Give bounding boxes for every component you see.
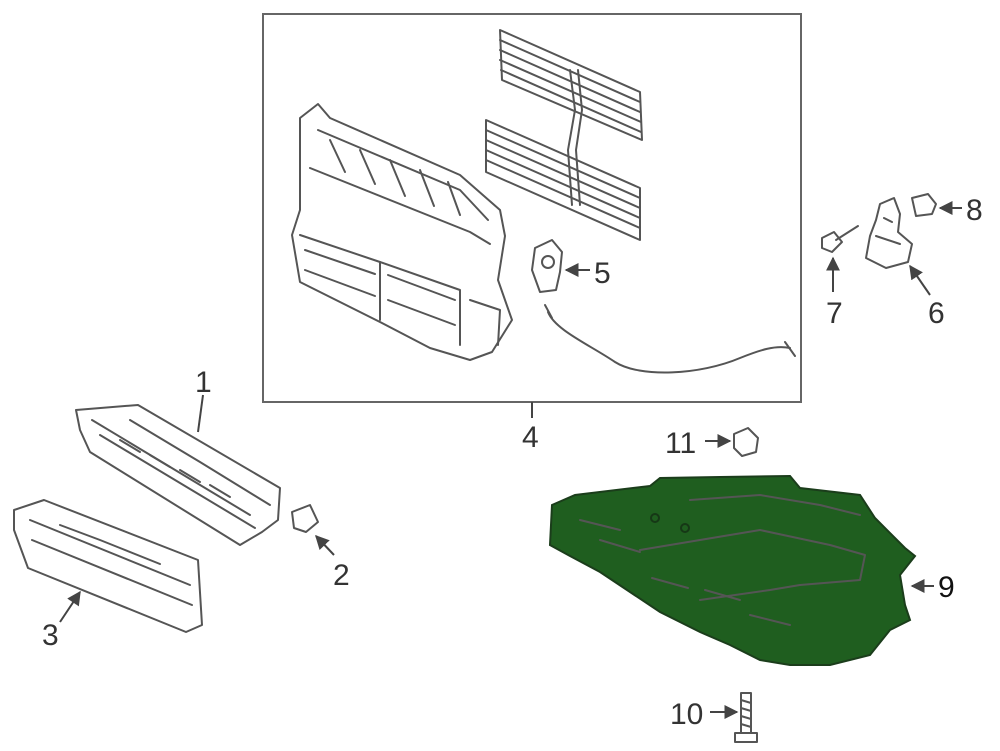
leader-6 bbox=[909, 264, 931, 296]
splash-shield-part-9[interactable] bbox=[548, 474, 917, 666]
leader-2 bbox=[315, 534, 335, 556]
lower-grille-part-3[interactable] bbox=[13, 499, 203, 633]
callout-2: 2 bbox=[333, 559, 350, 592]
callout-4: 4 bbox=[522, 421, 539, 454]
callout-9: 9 bbox=[938, 571, 955, 604]
radiator-support-part[interactable] bbox=[291, 103, 513, 361]
clip-part-8[interactable] bbox=[911, 193, 937, 217]
active-shutter-lower[interactable] bbox=[485, 69, 641, 241]
shutter-actuator-part[interactable] bbox=[531, 239, 563, 293]
callout-10: 10 bbox=[670, 698, 703, 731]
callout-3: 3 bbox=[42, 619, 59, 652]
callout-7: 7 bbox=[826, 297, 843, 330]
grille-part-1[interactable] bbox=[75, 404, 281, 546]
bolt-part-10[interactable] bbox=[734, 692, 758, 743]
bolt-part-7[interactable] bbox=[821, 225, 859, 253]
leader-1 bbox=[197, 394, 204, 433]
shutter-wiring-harness[interactable] bbox=[547, 311, 791, 374]
callout-1: 1 bbox=[195, 366, 212, 399]
callout-11: 11 bbox=[665, 427, 696, 460]
leader-3 bbox=[59, 590, 81, 623]
callout-5: 5 bbox=[594, 257, 611, 290]
callout-8: 8 bbox=[966, 194, 983, 227]
bracket-part-6[interactable] bbox=[865, 197, 913, 269]
nut-part-11[interactable] bbox=[733, 427, 759, 457]
clip-part-2[interactable] bbox=[291, 504, 319, 533]
callout-6: 6 bbox=[928, 297, 945, 330]
